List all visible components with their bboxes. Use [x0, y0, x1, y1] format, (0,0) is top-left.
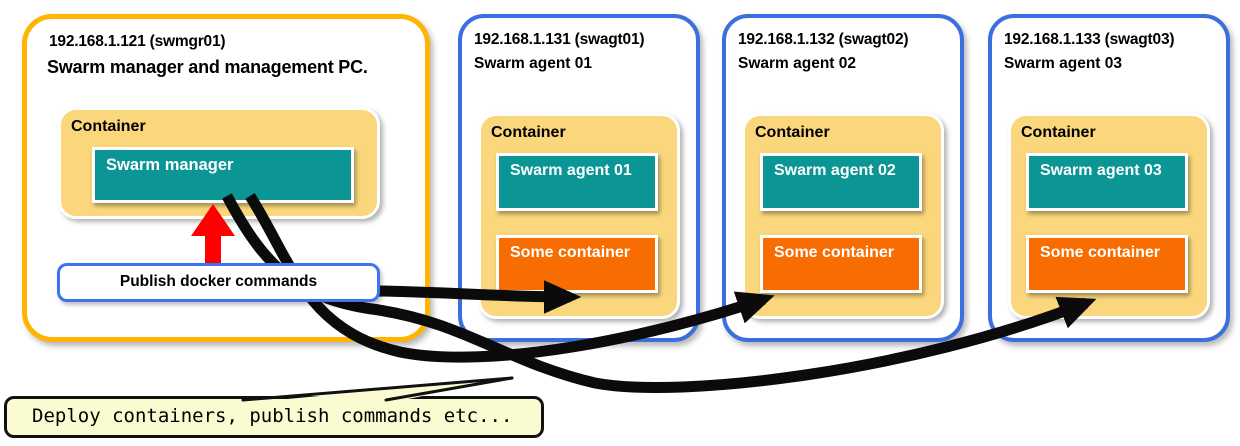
agent-03-service-box: Swarm agent 03: [1026, 153, 1188, 211]
agent-03-container-box: Container Swarm agent 03 Some container: [1008, 113, 1210, 319]
agent-03-subtitle: Swarm agent 03: [1004, 55, 1123, 72]
manager-container-label: Container: [71, 118, 146, 135]
node-swarm-agent-02: 192.168.1.132 (swagt02) Swarm agent 02 C…: [722, 14, 964, 342]
node-swarm-agent-01: 192.168.1.131 (swagt01) Swarm agent 01 C…: [458, 14, 700, 342]
agent-02-ip-label: 192.168.1.132 (swagt02): [738, 31, 909, 48]
agent-02-container-label: Container: [755, 124, 830, 141]
agent-01-subtitle: Swarm agent 01: [474, 55, 593, 72]
agent-02-subtitle: Swarm agent 02: [738, 55, 857, 72]
publish-docker-commands-box: Publish docker commands: [57, 263, 380, 302]
agent-02-container-box: Container Swarm agent 02 Some container: [742, 113, 944, 319]
agent-03-container-label: Container: [1021, 124, 1096, 141]
agent-03-workload-box: Some container: [1026, 235, 1188, 293]
node-swarm-agent-03: 192.168.1.133 (swagt03) Swarm agent 03 C…: [988, 14, 1230, 342]
agent-01-ip-label: 192.168.1.131 (swagt01): [474, 31, 645, 48]
deploy-callout: Deploy containers, publish commands etc.…: [4, 396, 544, 438]
agent-01-container-label: Container: [491, 124, 566, 141]
manager-subtitle: Swarm manager and management PC.: [47, 57, 368, 77]
agent-02-service-box: Swarm agent 02: [760, 153, 922, 211]
swarm-manager-service-box: Swarm manager: [92, 147, 354, 203]
agent-01-service-box: Swarm agent 01: [496, 153, 658, 211]
agent-01-workload-box: Some container: [496, 235, 658, 293]
agent-03-ip-label: 192.168.1.133 (swagt03): [1004, 31, 1175, 48]
manager-ip-label: 192.168.1.121 (swmgr01): [49, 33, 226, 50]
agent-01-container-box: Container Swarm agent 01 Some container: [478, 113, 680, 319]
agent-02-workload-box: Some container: [760, 235, 922, 293]
manager-container-box: Container Swarm manager: [58, 107, 380, 219]
